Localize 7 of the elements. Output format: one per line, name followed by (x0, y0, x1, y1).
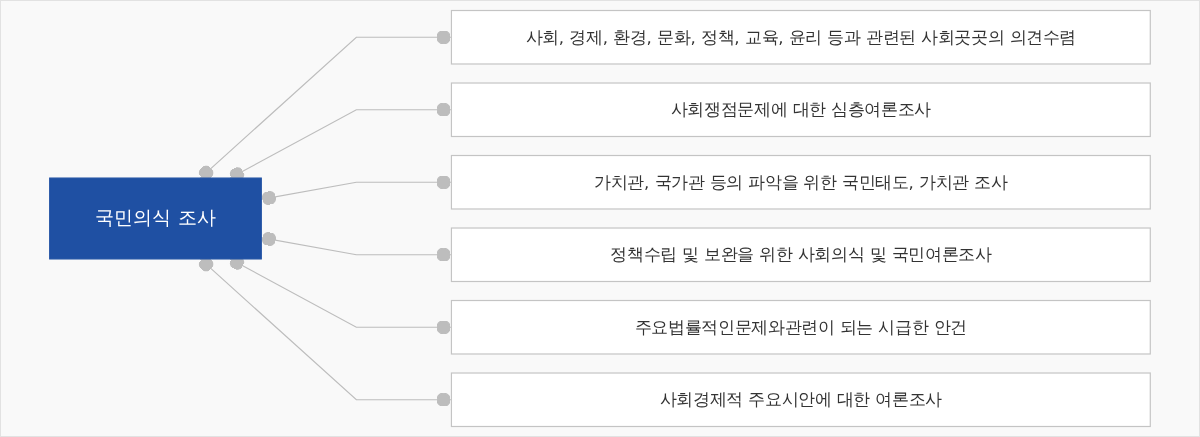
node-box: 사회, 경제, 환경, 문화, 정책, 교육, 윤리 등과 관련된 사회곳곳의 의견수렴 (450, 9, 1151, 65)
node-box: 정책수립 및 보완을 위한 사회의식 및 국민여론조사 (450, 227, 1151, 283)
node-box: 국민의식 조사 (49, 177, 262, 260)
node-box: 사회쟁점문제에 대한 심층여론조사 (450, 82, 1151, 138)
node-box: 사회경제적 주요시안에 대한 여론조사 (450, 372, 1151, 428)
node-box: 주요법률적인문제와관련이 되는 시급한 안건 (450, 299, 1151, 355)
node-box: 가치관, 국가관 등의 파악을 위한 국민태도, 가치관 조사 (450, 154, 1151, 210)
